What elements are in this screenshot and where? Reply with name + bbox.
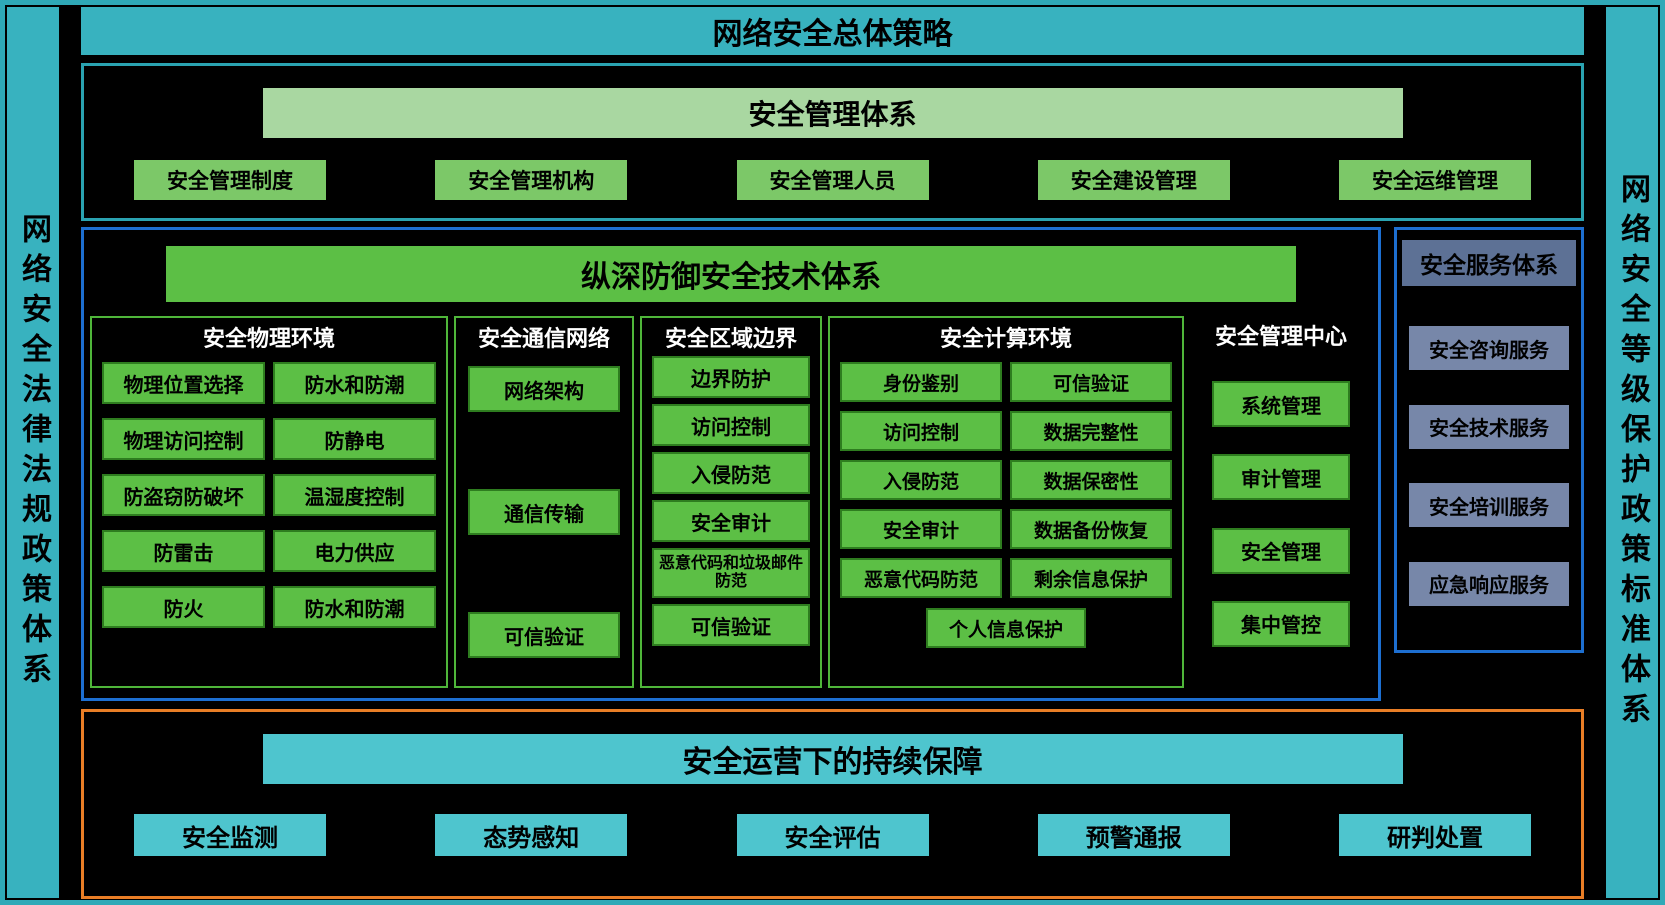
computing-item: 剩余信息保护	[1010, 558, 1172, 598]
operations-item: 安全监测	[134, 814, 326, 856]
technology-columns: 安全物理环境 物理位置选择 物理访问控制 防盗窃防破坏 防雷击 防火 防水和防潮…	[90, 316, 1372, 688]
communication-item: 通信传输	[468, 489, 620, 535]
right-standard-label: 网络安全等级保护政策标准体系	[1616, 172, 1649, 733]
management-center-item: 系统管理	[1212, 381, 1350, 428]
top-banner: 网络安全总体策略	[81, 7, 1584, 55]
physical-item: 防雷击	[102, 530, 265, 572]
management-item: 安全管理制度	[134, 160, 326, 200]
left-policy-label: 网络安全法律法规政策体系	[17, 212, 50, 693]
service-item: 安全咨询服务	[1409, 326, 1569, 371]
management-section: 安全管理体系 安全管理制度 安全管理机构 安全管理人员 安全建设管理 安全运维管…	[81, 63, 1584, 221]
right-standard-bar: 网络安全等级保护政策标准体系	[1606, 7, 1658, 898]
computing-item: 数据完整性	[1010, 411, 1172, 451]
boundary-item: 恶意代码和垃圾邮件防范	[652, 548, 810, 598]
column-title: 安全物理环境	[202, 326, 335, 351]
computing-item: 恶意代码防范	[840, 558, 1002, 598]
computing-item: 可信验证	[1010, 362, 1172, 402]
column-management-center: 安全管理中心 系统管理 审计管理 安全管理 集中管控	[1190, 316, 1372, 688]
service-item: 安全技术服务	[1409, 404, 1569, 449]
column-area-boundary: 安全区域边界 边界防护 访问控制 入侵防范 安全审计 恶意代码和垃圾邮件防范 可…	[640, 316, 822, 688]
management-center-item: 审计管理	[1212, 454, 1350, 501]
services-items: 安全咨询服务 安全技术服务 安全培训服务 应急响应服务	[1397, 286, 1581, 650]
service-item: 安全培训服务	[1409, 483, 1569, 528]
computing-item: 访问控制	[840, 411, 1002, 451]
computing-items: 身份鉴别 访问控制 入侵防范 安全审计 恶意代码防范 可信验证 数据完整性 数据…	[830, 356, 1182, 598]
management-center-items: 系统管理 审计管理 安全管理 集中管控	[1190, 354, 1372, 688]
physical-left-column: 物理位置选择 物理访问控制 防盗窃防破坏 防雷击 防火	[102, 362, 265, 628]
column-computing-environment: 安全计算环境 身份鉴别 访问控制 入侵防范 安全审计 恶意代码防范 可信验证 数…	[828, 316, 1184, 688]
management-item: 安全运维管理	[1339, 160, 1531, 200]
management-item: 安全管理机构	[435, 160, 628, 200]
operations-items-row: 安全监测 态势感知 安全评估 预警通报 研判处置	[84, 814, 1581, 856]
physical-item: 物理访问控制	[102, 418, 265, 460]
physical-right-column: 防水和防潮 防静电 温湿度控制 电力供应 防水和防潮	[273, 362, 436, 628]
column-communication-network: 安全通信网络 网络架构 通信传输 可信验证	[454, 316, 634, 688]
computing-right-column: 可信验证 数据完整性 数据保密性 数据备份恢复 剩余信息保护	[1010, 362, 1172, 598]
physical-item: 防水和防潮	[273, 586, 436, 628]
computing-item: 数据保密性	[1010, 460, 1172, 500]
left-policy-bar: 网络安全法律法规政策体系	[7, 7, 59, 898]
boundary-item: 可信验证	[652, 604, 810, 646]
operations-item: 安全评估	[736, 814, 929, 856]
communication-items: 网络架构 通信传输 可信验证	[456, 356, 632, 686]
column-title: 安全区域边界	[664, 326, 797, 351]
operations-item: 态势感知	[435, 814, 628, 856]
computing-item-footer: 个人信息保护	[926, 608, 1086, 648]
physical-item: 防静电	[273, 418, 436, 460]
communication-item: 网络架构	[468, 366, 620, 412]
computing-item: 安全审计	[840, 509, 1002, 549]
boundary-item: 入侵防范	[652, 452, 810, 494]
technology-section: 纵深防御安全技术体系 安全物理环境 物理位置选择 物理访问控制 防盗窃防破坏 防…	[81, 227, 1381, 701]
column-physical-environment: 安全物理环境 物理位置选择 物理访问控制 防盗窃防破坏 防雷击 防火 防水和防潮…	[90, 316, 448, 688]
operations-title: 安全运营下的持续保障	[262, 734, 1403, 784]
management-center-item: 集中管控	[1212, 600, 1350, 647]
operations-section: 安全运营下的持续保障 安全监测 态势感知 安全评估 预警通报 研判处置	[81, 709, 1584, 899]
computing-item: 身份鉴别	[840, 362, 1002, 402]
boundary-item: 边界防护	[652, 356, 810, 398]
computing-item: 数据备份恢复	[1010, 509, 1172, 549]
physical-item: 物理位置选择	[102, 362, 265, 404]
management-item: 安全管理人员	[736, 160, 929, 200]
column-title: 安全管理中心	[1214, 324, 1347, 349]
operations-item: 预警通报	[1037, 814, 1230, 856]
management-item: 安全建设管理	[1037, 160, 1230, 200]
technology-title: 纵深防御安全技术体系	[166, 246, 1296, 302]
management-title: 安全管理体系	[262, 88, 1403, 138]
boundary-item: 安全审计	[652, 500, 810, 542]
boundary-item: 访问控制	[652, 404, 810, 446]
physical-items: 物理位置选择 物理访问控制 防盗窃防破坏 防雷击 防火 防水和防潮 防静电 温湿…	[92, 356, 446, 628]
physical-item: 防水和防潮	[273, 362, 436, 404]
main-area: 网络安全总体策略 安全管理体系 安全管理制度 安全管理机构 安全管理人员 安全建…	[77, 5, 1588, 900]
physical-item: 防盗窃防破坏	[102, 474, 265, 516]
operations-item: 研判处置	[1339, 814, 1531, 856]
management-center-item: 安全管理	[1212, 527, 1350, 574]
communication-item: 可信验证	[468, 612, 620, 658]
column-title: 安全通信网络	[477, 326, 610, 351]
physical-item: 电力供应	[273, 530, 436, 572]
boundary-items: 边界防护 访问控制 入侵防范 安全审计 恶意代码和垃圾邮件防范 可信验证	[642, 356, 820, 686]
services-section: 安全服务体系 安全咨询服务 安全技术服务 安全培训服务 应急响应服务	[1394, 227, 1584, 653]
column-title: 安全计算环境	[939, 326, 1072, 351]
computing-left-column: 身份鉴别 访问控制 入侵防范 安全审计 恶意代码防范	[840, 362, 1002, 598]
physical-item: 温湿度控制	[273, 474, 436, 516]
services-title: 安全服务体系	[1402, 240, 1576, 286]
management-items-row: 安全管理制度 安全管理机构 安全管理人员 安全建设管理 安全运维管理	[84, 160, 1581, 200]
physical-item: 防火	[102, 586, 265, 628]
service-item: 应急响应服务	[1409, 561, 1569, 606]
computing-item: 入侵防范	[840, 460, 1002, 500]
